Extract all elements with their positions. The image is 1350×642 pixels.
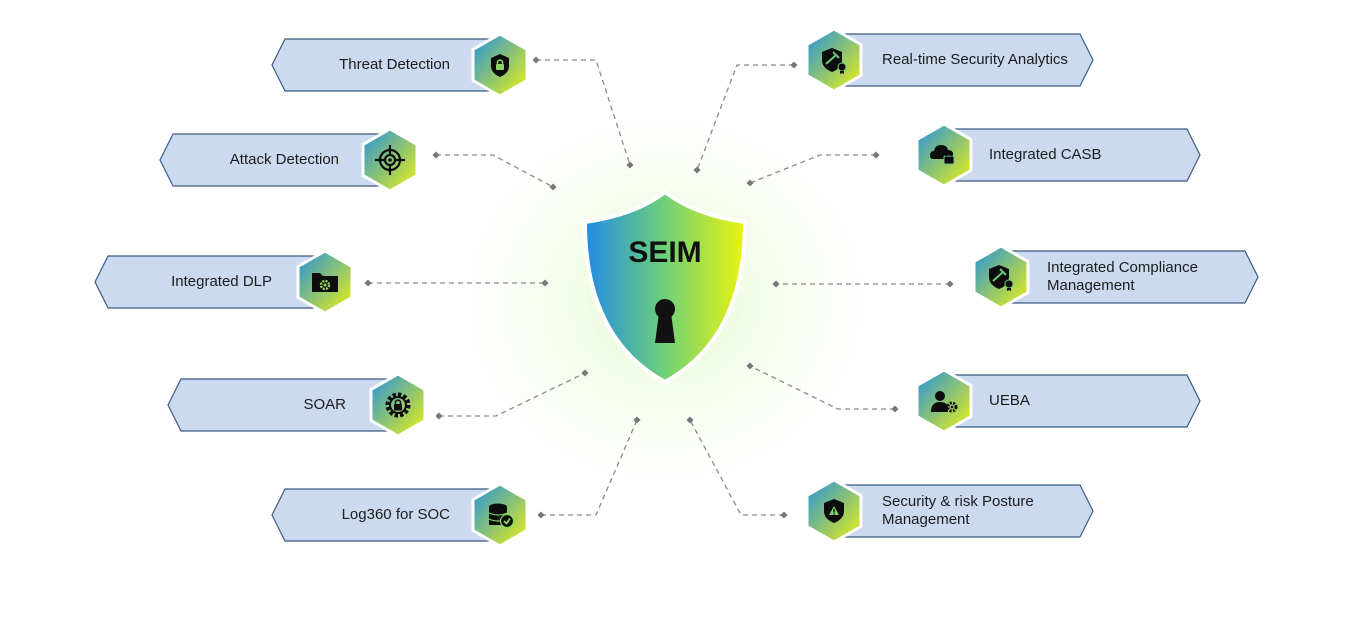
attack-detection-hex-badge [360, 127, 420, 193]
target-icon [375, 145, 405, 175]
threat-detection-connector [532, 56, 634, 169]
user-gear-icon [931, 391, 958, 413]
soar-label: SOAR [303, 396, 346, 413]
soar-connector [435, 369, 589, 420]
security-and-risk-posture-management-label: Security & risk Posture Management [882, 493, 1034, 528]
integrated-compliance-management-hex-badge [971, 244, 1031, 310]
keyhole-icon [655, 299, 675, 343]
integrated-dlp-label: Integrated DLP [171, 273, 272, 290]
security-and-risk-posture-management-hex-badge [804, 478, 864, 544]
attack-detection-label: Attack Detection [229, 151, 339, 168]
threat-detection-hex-badge [470, 32, 530, 98]
real-time-security-analytics-hex-badge [804, 27, 864, 93]
folder-gear-icon [312, 273, 338, 292]
real-time-security-analytics-connector [693, 61, 798, 174]
attack-detection-connector [432, 151, 557, 191]
gavel-shield-icon [822, 48, 847, 74]
lock-shield-icon [491, 54, 509, 77]
integrated-casb-connector [746, 151, 880, 187]
integrated-dlp-hex-badge [295, 249, 355, 315]
integrated-casb-hex-badge [914, 122, 974, 188]
integrated-dlp-connector [364, 279, 549, 287]
center-title: SEIM [628, 236, 702, 269]
gear-lock-icon [385, 392, 411, 418]
integrated-casb-label: Integrated CASB [989, 146, 1102, 163]
real-time-security-analytics-label: Real-time Security Analytics [882, 51, 1068, 68]
soar-hex-badge [368, 372, 428, 438]
ueba-connector [746, 362, 899, 413]
security-and-risk-posture-management-connector [686, 416, 788, 519]
ueba-label: UEBA [989, 392, 1030, 409]
gavel-shield-icon [989, 265, 1014, 291]
integrated-compliance-management-label: Integrated Compliance Management [1047, 259, 1198, 294]
database-check-icon [488, 503, 515, 529]
integrated-compliance-management-connector [772, 280, 954, 288]
threat-detection-label: Threat Detection [339, 56, 450, 73]
log360-for-soc-label: Log360 for SOC [341, 506, 450, 523]
cloud-lock-icon [930, 145, 955, 165]
ueba-hex-badge [914, 368, 974, 434]
log360-for-soc-connector [537, 416, 641, 519]
log360-for-soc-hex-badge [470, 482, 530, 548]
center-shield [583, 190, 747, 384]
warning-shield-icon [824, 499, 844, 523]
